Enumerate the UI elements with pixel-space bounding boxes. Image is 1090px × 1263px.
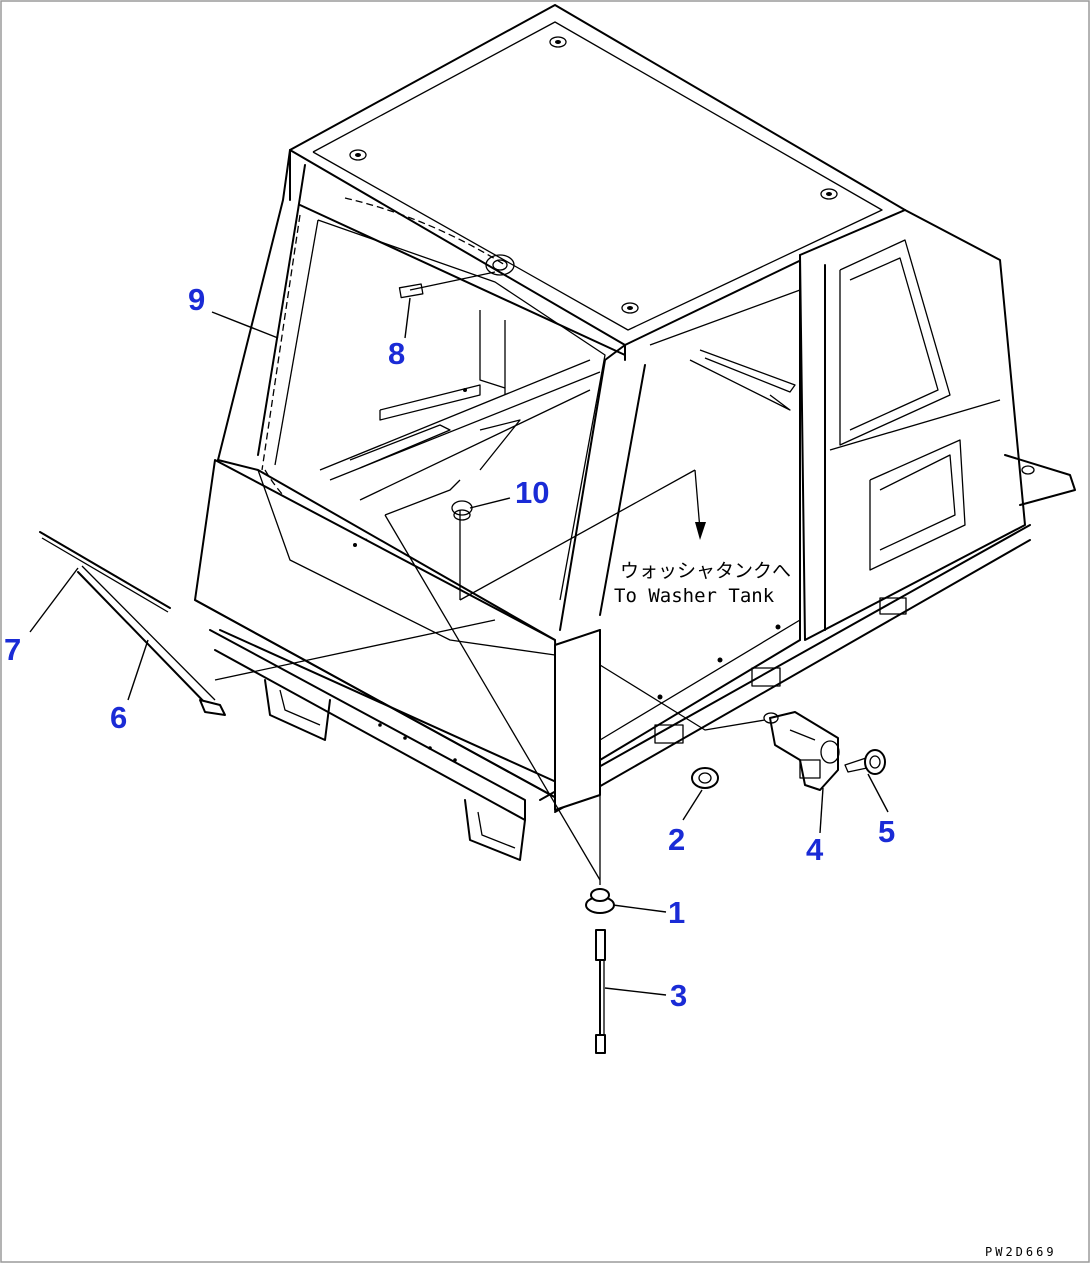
mounting-bolt: [844, 749, 886, 775]
washer-note-english: To Washer Tank: [614, 585, 775, 607]
wiper-arm: [77, 565, 226, 716]
washer-note-japanese: ウォッシャタンクへ: [620, 560, 791, 582]
part-label-7: 7: [4, 632, 21, 667]
wiper-pin: [398, 283, 424, 299]
wiper-motor: [763, 711, 840, 791]
part-label-4: 4: [806, 832, 824, 867]
wiper-blade: [39, 531, 171, 613]
part-label-2: 2: [668, 822, 685, 857]
corner-panel: [554, 629, 601, 811]
part-label-8: 8: [388, 336, 405, 371]
drawing-code: PW2D669: [985, 1245, 1057, 1259]
cab-body: [194, 4, 1076, 861]
part-label-6: 6: [110, 700, 127, 735]
grommet: [691, 767, 719, 789]
part-label-3: 3: [670, 978, 687, 1013]
leader-lines: [29, 297, 889, 996]
part-label-5: 5: [878, 814, 895, 849]
part-label-10: 10: [515, 475, 549, 510]
washer-nozzle-mount: [485, 254, 515, 276]
arrow-down-icon: [695, 522, 706, 540]
part-label-9: 9: [188, 282, 205, 317]
part-label-1: 1: [668, 895, 685, 930]
side-door: [799, 209, 1026, 641]
pivot-shaft: [595, 929, 606, 1054]
pivot-cap: [585, 888, 615, 914]
